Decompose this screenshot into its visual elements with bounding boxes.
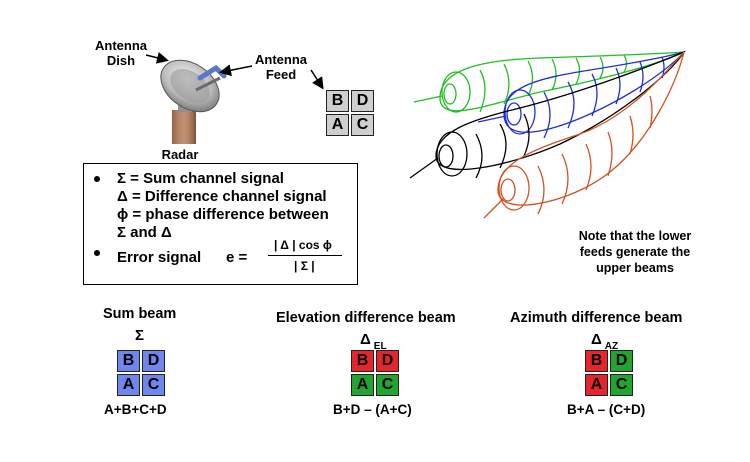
difference-definition: Δ = Difference channel signal — [117, 188, 327, 205]
radar-antenna-illustration — [160, 59, 227, 144]
beam-pattern-diagram — [409, 50, 686, 219]
note-text: Note that the lower feeds generate the u… — [578, 229, 692, 275]
elevation-beam-formula: B+D – (A+C) — [333, 402, 412, 417]
sum-beam-symbol: Σ — [135, 327, 145, 344]
bullet-dot — [94, 250, 100, 256]
elevation-cell-d: D — [376, 350, 399, 372]
elevation-cell-c: C — [376, 374, 399, 396]
azimuth-cell-c: C — [610, 374, 633, 396]
sum-cell-b: B — [117, 350, 140, 372]
definitions-box: Σ = Sum channel signal Δ = Difference ch… — [83, 163, 358, 285]
azimuth-cell-b: B — [585, 350, 608, 372]
error-equals: e = — [226, 249, 248, 266]
error-numerator: | Δ | cos ϕ — [274, 238, 332, 252]
feed-cell-a: A — [326, 114, 349, 136]
radar-label: Radar — [161, 147, 199, 162]
elevation-beam-quad: B D A C — [351, 350, 399, 396]
orange-beam — [483, 51, 685, 219]
azimuth-beam-title: Azimuth difference beam — [510, 310, 683, 326]
antenna-dish-label: Antenna Dish — [95, 38, 147, 68]
sum-beam-title: Sum beam — [103, 306, 177, 322]
elevation-cell-a: A — [351, 374, 374, 396]
phase-definition-cont: Σ and Δ — [117, 224, 172, 241]
elevation-beam-title: Elevation difference beam — [276, 310, 456, 326]
feed-cell-b: B — [326, 90, 349, 112]
sum-beam-quad: B D A C — [117, 350, 165, 396]
elevation-cell-b: B — [351, 350, 374, 372]
azimuth-beam-quad: B D A C — [585, 350, 633, 396]
azimuth-cell-d: D — [610, 350, 633, 372]
antenna-feed-quad: B D A C — [326, 90, 374, 136]
azimuth-beam-formula: B+A – (C+D) — [567, 402, 646, 417]
sum-cell-d: D — [142, 350, 165, 372]
fraction-bar — [268, 255, 342, 256]
sum-cell-c: C — [142, 374, 165, 396]
feed-cell-d: D — [351, 90, 374, 112]
sum-beam-formula: A+B+C+D — [104, 402, 167, 417]
antenna-feed-label: Antenna Feed — [255, 52, 307, 82]
error-denominator: | Σ | — [294, 259, 315, 273]
phase-definition: ϕ = phase difference between — [117, 206, 329, 223]
azimuth-cell-a: A — [585, 374, 608, 396]
feed-cell-c: C — [351, 114, 374, 136]
sum-definition: Σ = Sum channel signal — [117, 170, 284, 187]
sum-cell-a: A — [117, 374, 140, 396]
error-signal-label: Error signal — [117, 249, 202, 266]
bullet-dot — [94, 176, 100, 182]
